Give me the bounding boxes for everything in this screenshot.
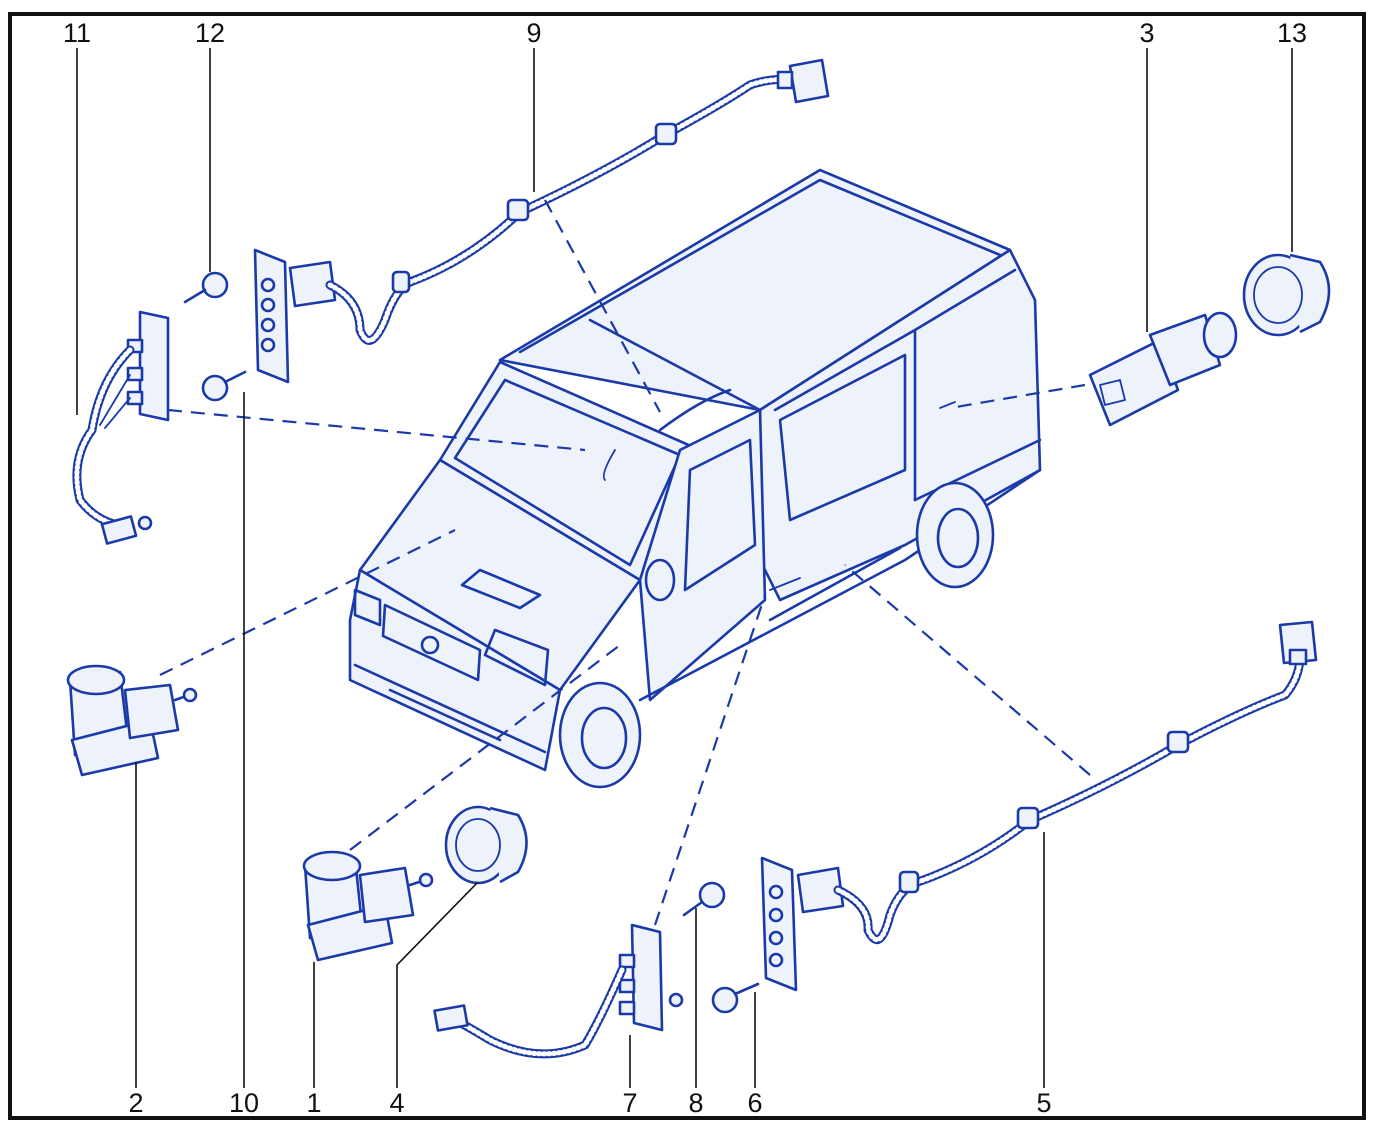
callout-13: 13 — [1277, 18, 1307, 48]
location-dashed-lines — [159, 199, 1091, 926]
part-3-sensor-connector — [1088, 311, 1238, 427]
callout-6: 6 — [747, 1088, 762, 1118]
part-11-switch-harness — [72, 310, 170, 545]
callout-2: 2 — [128, 1088, 143, 1118]
callout-8: 8 — [688, 1088, 703, 1118]
callout-5: 5 — [1036, 1088, 1051, 1118]
part-6-screw — [711, 982, 760, 1014]
part-8-screw — [682, 881, 726, 917]
part-5-switch-panel-harness — [760, 620, 1318, 992]
callout-10: 10 — [229, 1088, 259, 1118]
part-13-cap — [1242, 253, 1331, 337]
diagram-frame — [8, 12, 1366, 1120]
callout-leader-lines — [76, 48, 1293, 1088]
callout-11: 11 — [63, 18, 91, 48]
part-4-cap — [444, 805, 528, 885]
part-2-sensor — [66, 664, 198, 777]
callout-3: 3 — [1139, 18, 1154, 48]
part-7-switch-harness — [433, 923, 684, 1059]
callout-7: 7 — [622, 1088, 637, 1118]
callout-1: 1 — [306, 1088, 321, 1118]
callout-4: 4 — [389, 1088, 404, 1118]
callout-labels: 11 12 9 3 13 2 10 1 4 7 8 6 5 — [63, 18, 1307, 1118]
callout-12: 12 — [195, 18, 225, 48]
part-9-switch-panel-harness — [253, 58, 830, 384]
part-1-sensor — [302, 850, 434, 962]
part-10-screw — [201, 370, 247, 402]
part-12-screw — [183, 271, 229, 304]
callout-9: 9 — [526, 18, 541, 48]
